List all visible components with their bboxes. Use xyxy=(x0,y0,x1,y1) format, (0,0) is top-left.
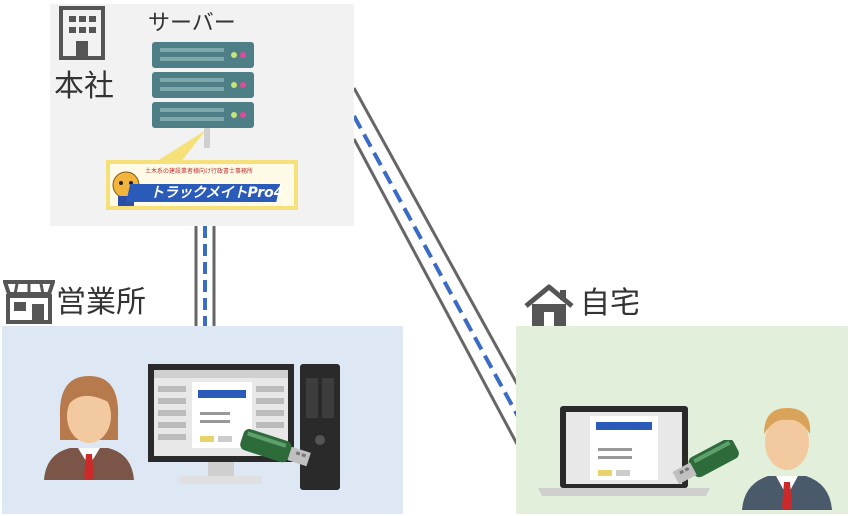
desktop-pc-icon xyxy=(148,364,294,484)
logo-tagline: 土木系の建設業者様向け行政書士事務所 xyxy=(145,168,254,175)
server-label: サーバー xyxy=(148,11,236,36)
pc-tower-icon xyxy=(300,364,340,490)
house-icon xyxy=(524,284,574,326)
woman-avatar-icon xyxy=(44,376,134,480)
home-label: 自宅 xyxy=(580,286,640,321)
man-avatar-icon xyxy=(742,408,832,510)
product-logo xyxy=(106,130,298,210)
usb-key-icon xyxy=(240,429,311,467)
hq-home-connection xyxy=(352,87,529,445)
laptop-icon xyxy=(538,406,710,496)
hq-label: 本社 xyxy=(54,69,114,104)
logo-name: トラックメイトPro4 xyxy=(150,185,284,201)
store-icon xyxy=(3,280,55,324)
building-icon xyxy=(59,6,105,60)
server-icon xyxy=(152,42,254,148)
office-label: 営業所 xyxy=(56,285,146,320)
hq-office-connection xyxy=(194,226,216,326)
usb-key-icon xyxy=(672,440,739,484)
